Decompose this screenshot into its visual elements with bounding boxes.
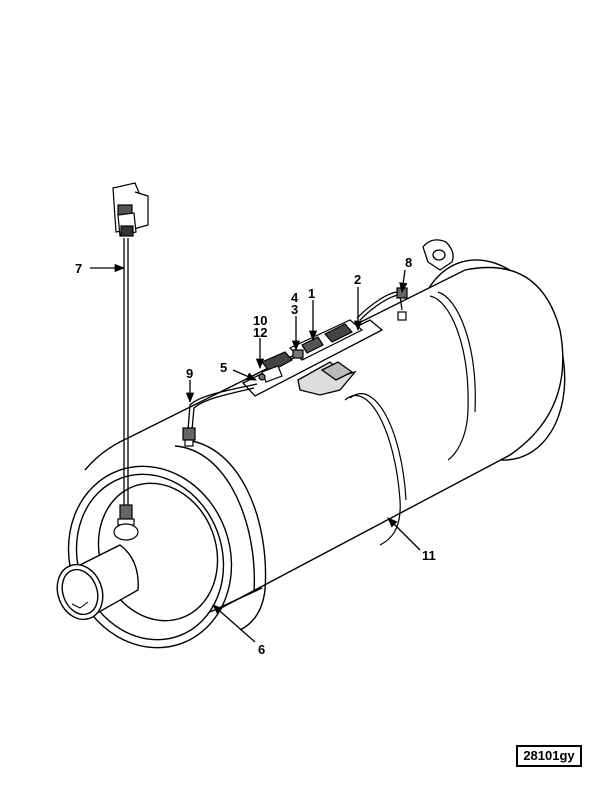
lifting-eye <box>422 239 454 271</box>
outlet-pipe <box>56 544 139 621</box>
sensor-probe <box>113 504 139 541</box>
callout-6: 6 <box>258 642 265 657</box>
callout-1: 1 <box>308 286 315 301</box>
leader-lines <box>90 263 421 643</box>
sensor-fitting-left <box>182 427 196 447</box>
leader-6 <box>212 604 256 643</box>
callout-3: 3 <box>291 302 298 317</box>
sensor-harness <box>123 238 129 505</box>
sensor-tube-left <box>187 383 258 431</box>
callout-7: 7 <box>75 261 82 276</box>
leader-11 <box>387 517 421 551</box>
callout-4: 4 <box>291 290 299 305</box>
leader-8 <box>399 269 408 294</box>
sensor-module <box>288 319 364 361</box>
nox-sensor-module <box>112 182 149 237</box>
harness-connector <box>258 351 293 383</box>
callout-10: 10 <box>253 313 267 328</box>
leader-5 <box>232 369 257 381</box>
callout-5: 5 <box>220 360 227 375</box>
callout-11: 11 <box>422 548 436 563</box>
callout-8: 8 <box>405 255 412 270</box>
muffler-body <box>67 259 566 649</box>
callout-12: 12 <box>253 325 267 340</box>
callout-2: 2 <box>354 272 361 287</box>
figure-id-label: 28101gy <box>516 745 582 767</box>
callout-9: 9 <box>186 366 193 381</box>
